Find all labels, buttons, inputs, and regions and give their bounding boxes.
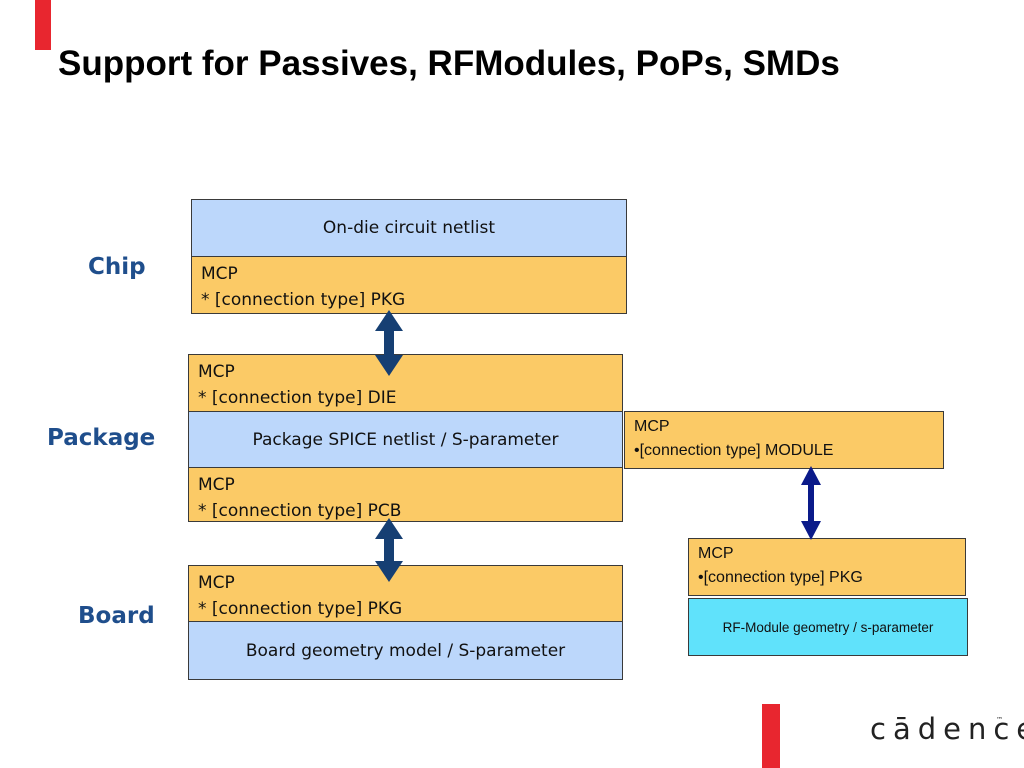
rf-module-double-arrow-icon [801, 466, 821, 540]
package-top-mcp-box: MCP * [connection type] DIE [188, 354, 623, 412]
rf-pkg-mcp-title: MCP [698, 545, 734, 562]
slide-title: Support for Passives, RFModules, PoPs, S… [58, 44, 840, 83]
rf-module-mcp-connection: •[connection type] MODULE [634, 442, 834, 459]
rf-geometry-text: RF-Module geometry / s-parameter [722, 619, 934, 635]
label-package: Package [47, 425, 156, 451]
chip-netlist-box: On-die circuit netlist [191, 199, 627, 257]
rf-module-mcp-title: MCP [634, 418, 670, 435]
board-model-box: Board geometry model / S-parameter [188, 621, 623, 680]
chip-package-double-arrow-icon [375, 310, 403, 376]
package-bottom-mcp-title: MCP [198, 475, 235, 495]
rf-pkg-mcp-connection: •[connection type] PKG [698, 569, 863, 586]
board-mcp-box: MCP * [connection type] PKG [188, 565, 623, 623]
cadence-logo: cādence [870, 712, 1024, 746]
trademark-symbol: ™ [996, 716, 1003, 724]
board-mcp-title: MCP [198, 573, 235, 593]
rf-geometry-box: RF-Module geometry / s-parameter [688, 598, 968, 656]
package-board-double-arrow-icon [375, 518, 403, 582]
package-netlist-text: Package SPICE netlist / S-parameter [252, 430, 559, 450]
bottom-accent-bar [762, 704, 780, 768]
package-bottom-mcp-connection: * [connection type] PCB [198, 501, 402, 521]
chip-mcp-title: MCP [201, 264, 238, 284]
rf-module-mcp-box: MCP •[connection type] MODULE [624, 411, 944, 469]
package-top-mcp-connection: * [connection type] DIE [198, 388, 397, 408]
chip-mcp-connection: * [connection type] PKG [201, 290, 406, 310]
package-top-mcp-title: MCP [198, 362, 235, 382]
label-board: Board [78, 603, 155, 629]
chip-netlist-text: On-die circuit netlist [322, 218, 496, 238]
label-chip: Chip [88, 254, 146, 280]
rf-pkg-mcp-box: MCP •[connection type] PKG [688, 538, 966, 596]
chip-mcp-box: MCP * [connection type] PKG [191, 256, 627, 314]
board-model-text: Board geometry model / S-parameter [245, 640, 566, 661]
package-bottom-mcp-box: MCP * [connection type] PCB [188, 467, 623, 522]
package-netlist-box: Package SPICE netlist / S-parameter [188, 411, 623, 469]
board-mcp-connection: * [connection type] PKG [198, 599, 403, 619]
top-accent-bar [35, 0, 51, 50]
